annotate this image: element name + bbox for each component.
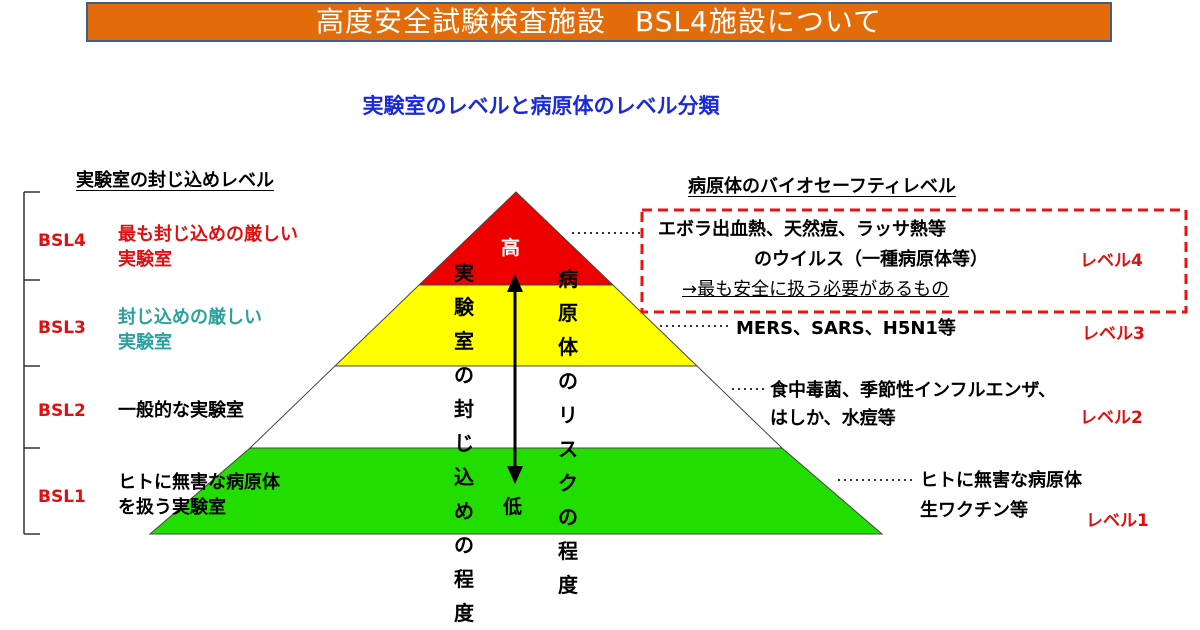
title-banner: 高度安全試験検査施設 BSL4施設について bbox=[86, 2, 1112, 42]
pathogen-risk-vertical-label: 病原体のリスクの程度 bbox=[558, 267, 578, 597]
bsl4-description: 最も封じ込めの厳しい実験室 bbox=[118, 224, 298, 270]
pathogen-level2-tag: レベル2 bbox=[1080, 408, 1143, 428]
lab-containment-vertical-label: 実験室の封じ込めの程度 bbox=[454, 261, 474, 625]
pyramid-diagram bbox=[23, 191, 1188, 535]
bsl2-description: 一般的な実験室 bbox=[118, 400, 244, 421]
pyramid-top-label: 高 bbox=[501, 237, 521, 259]
pathogen-level4-tag: レベル4 bbox=[1080, 251, 1143, 271]
bsl4-code: BSL4 bbox=[38, 231, 86, 251]
bsl1-code: BSL1 bbox=[38, 487, 86, 507]
level4-highlight-box bbox=[640, 208, 1188, 314]
left-bracket bbox=[23, 191, 40, 535]
risk-arrow bbox=[507, 274, 523, 484]
diagram-subtitle: 実験室のレベルと病原体のレベル分類 bbox=[362, 94, 720, 118]
bsl1-description: ヒトに無害な病原体を扱う実験室 bbox=[118, 472, 280, 518]
lab-level-heading: 実験室の封じ込めレベル bbox=[76, 170, 274, 191]
pathogen-level4-text: エボラ出血熱、天然痘、ラッサ熱等 のウイルス（一種病原体等） →最も安全に扱う必… bbox=[658, 219, 988, 300]
bsl3-description: 封じ込めの厳しい実験室 bbox=[118, 307, 262, 353]
pyramid-tier-1 bbox=[148, 447, 884, 535]
pathogen-level3-tag: レベル3 bbox=[1082, 324, 1145, 344]
bsl2-code: BSL2 bbox=[38, 401, 86, 421]
bsl3-code: BSL3 bbox=[38, 318, 86, 338]
pathogen-level1-text: ヒトに無害な病原体 生ワクチン等 bbox=[920, 470, 1082, 521]
pathogen-level1-tag: レベル1 bbox=[1086, 511, 1149, 531]
pathogen-level3-text: MERS、SARS、H5N1等 bbox=[736, 318, 956, 339]
pathogen-level2-text: 食中毒菌、季節性インフルエンザ、 はしか、水痘等 bbox=[770, 380, 1057, 429]
pathogen-level-heading: 病原体のバイオセーフティレベル bbox=[688, 176, 956, 197]
pyramid-bottom-label: 低 bbox=[503, 496, 523, 518]
